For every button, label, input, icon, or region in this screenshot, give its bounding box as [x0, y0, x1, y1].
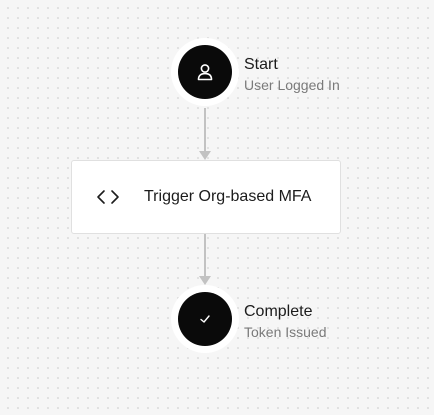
- start-node-subtitle: User Logged In: [244, 77, 340, 93]
- start-node-circle: [178, 45, 232, 99]
- start-node-text: Start User Logged In: [244, 55, 340, 94]
- connector-start-to-action: [204, 108, 206, 151]
- complete-node-circle: [178, 292, 232, 346]
- arrowhead-action-to-complete: [199, 276, 211, 285]
- action-node-trigger-mfa[interactable]: Trigger Org-based MFA: [71, 160, 341, 234]
- start-node-title: Start: [244, 56, 278, 73]
- complete-node-text: Complete Token Issued: [244, 302, 327, 341]
- complete-node-subtitle: Token Issued: [244, 324, 327, 340]
- code-brackets-icon: [96, 187, 120, 212]
- start-node[interactable]: [171, 38, 239, 106]
- connector-action-to-complete: [204, 234, 206, 276]
- checkmark-icon: [200, 315, 210, 323]
- complete-node-title: Complete: [244, 303, 313, 320]
- action-node-label: Trigger Org-based MFA: [144, 188, 312, 205]
- complete-node[interactable]: [171, 285, 239, 353]
- arrowhead-start-to-action: [199, 151, 211, 160]
- user-icon: [197, 64, 213, 81]
